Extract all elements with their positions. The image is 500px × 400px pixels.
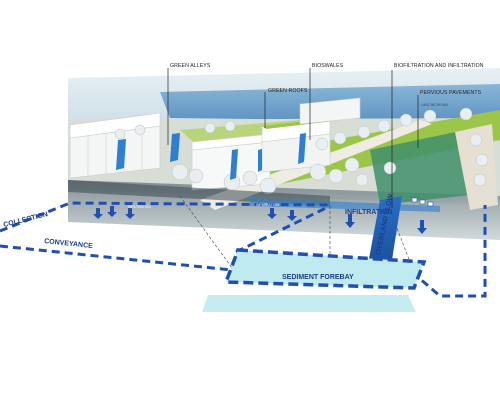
infiltration-small-left: INFILTRATION <box>128 205 151 209</box>
water-runoff <box>116 133 306 180</box>
pervious-pavement <box>455 124 498 210</box>
trees <box>114 107 489 195</box>
lake-label: LAKE MICHIGAN <box>421 103 448 107</box>
green-alleys-label: GREEN ALLEYS <box>170 63 211 69</box>
guide-lines <box>179 195 411 269</box>
overland-flow-channel <box>368 196 402 264</box>
collection-label: COLLECTION <box>3 211 49 229</box>
bioswales-label: BIOSWALES <box>312 63 344 69</box>
building-right <box>299 97 361 125</box>
biofiltration-label: BIOFILTRATION AND INFILTRATION <box>394 63 484 69</box>
building-left <box>69 112 161 179</box>
sediment-forebay-label: SEDIMENT FOREBAY <box>282 274 354 281</box>
sediment-forebay <box>202 248 427 312</box>
conveyance-label: CONVEYANCE <box>44 238 94 250</box>
collection-path <box>0 201 331 233</box>
pavement-markers <box>411 197 434 207</box>
green-roofs-label: GREEN ROOFS <box>268 88 308 94</box>
biofiltration-basin <box>370 130 470 205</box>
callout-leaders <box>167 68 419 208</box>
infiltration-arrows <box>93 206 427 234</box>
infiltration-label: INFILTRATION <box>345 209 393 216</box>
pervious-pavements-label: PERVIOUS PAVEMENTS <box>420 90 482 96</box>
conveyance-path <box>0 204 487 298</box>
infiltration-small-mid: INFILTRATION <box>256 203 279 207</box>
